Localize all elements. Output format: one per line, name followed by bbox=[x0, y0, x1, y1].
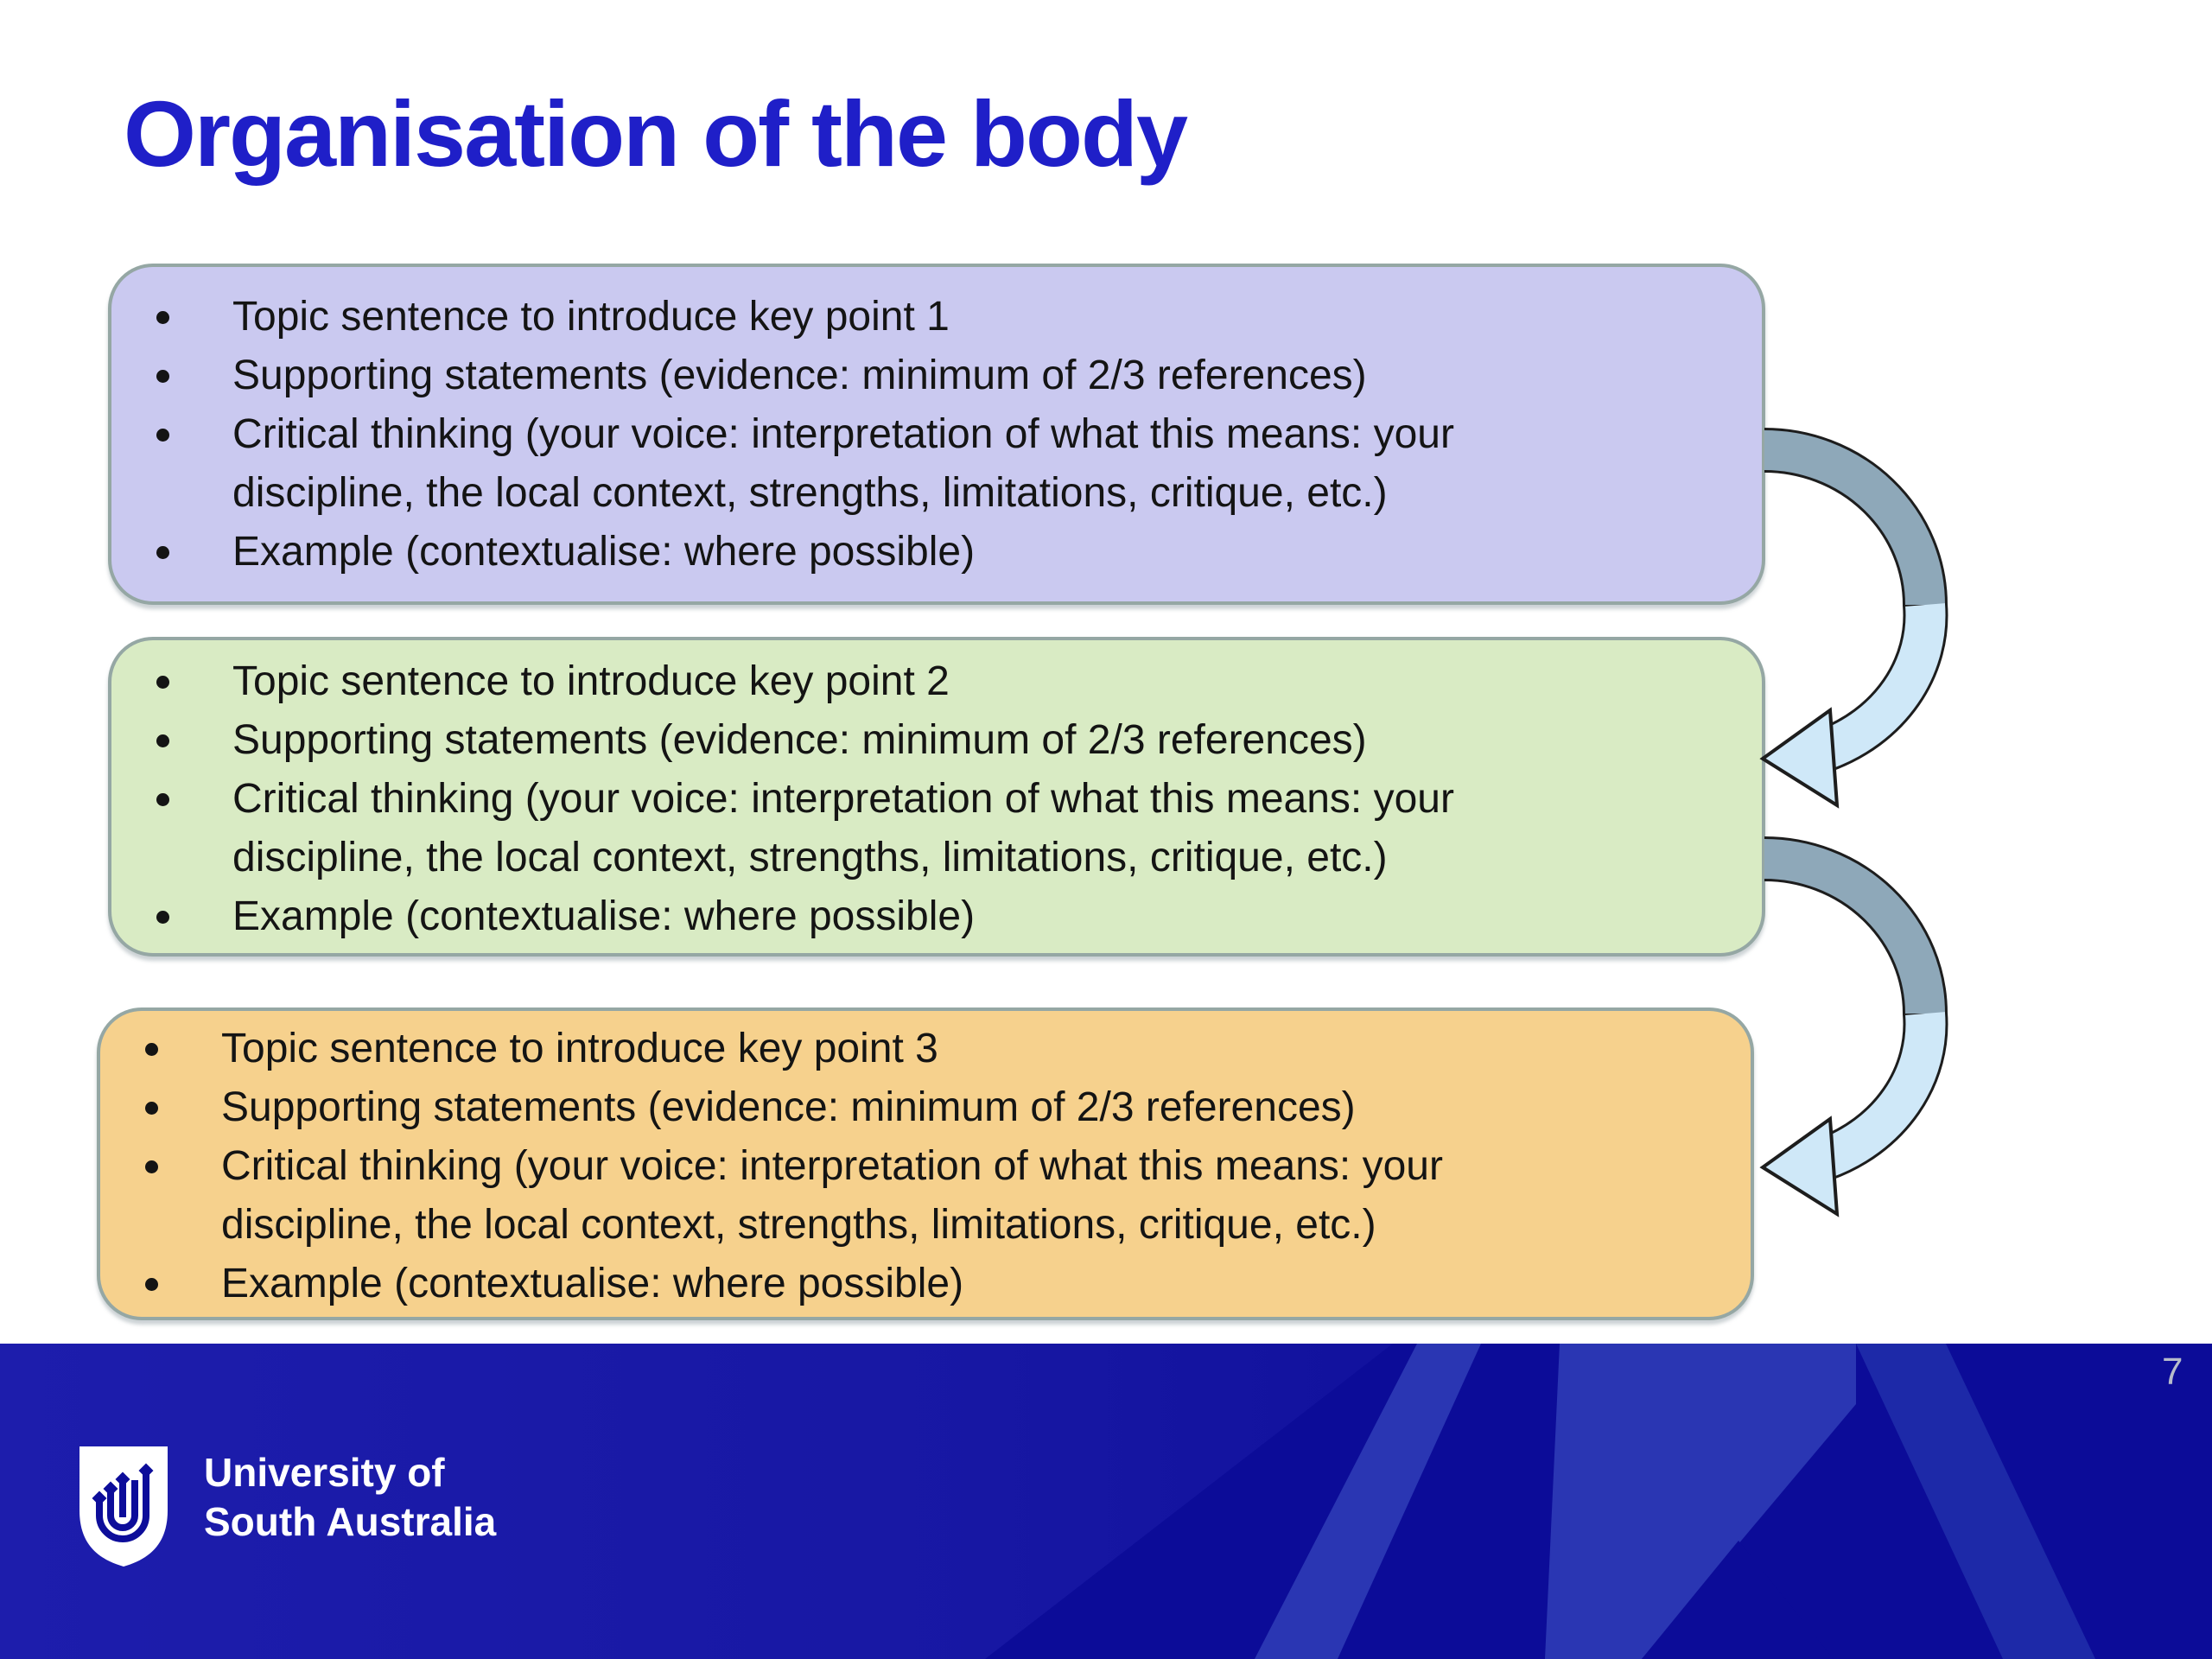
page-number: 7 bbox=[2162, 1351, 2183, 1393]
bullet-text: Topic sentence to introduce key point 3 bbox=[221, 1026, 938, 1071]
key-point-3-box: Topic sentence to introduce key point 3 … bbox=[97, 1007, 1754, 1320]
university-name: University of South Australia bbox=[204, 1448, 496, 1547]
bullet-icon bbox=[156, 370, 169, 383]
bullet-text: Supporting statements (evidence: minimum… bbox=[232, 353, 1367, 398]
bullet-text: discipline, the local context, strengths… bbox=[221, 1202, 1376, 1248]
unisa-shield-logo-icon bbox=[79, 1446, 168, 1567]
key-point-1-box: Topic sentence to introduce key point 1 … bbox=[108, 264, 1765, 605]
bullet-text: Example (contextualise: where possible) bbox=[232, 893, 976, 939]
bullet-icon bbox=[156, 911, 169, 924]
curved-arrow-box1-to-box2-icon bbox=[1759, 428, 1948, 809]
bullet-text: Supporting statements (evidence: minimum… bbox=[232, 717, 1367, 763]
bullet-icon bbox=[156, 429, 169, 442]
bullet-icon bbox=[145, 1160, 158, 1173]
bullet-text: Critical thinking (your voice: interpret… bbox=[232, 776, 1454, 822]
bullet-icon bbox=[156, 546, 169, 559]
bullet-text: Topic sentence to introduce key point 2 bbox=[232, 658, 950, 704]
bullet-icon bbox=[145, 1043, 158, 1056]
key-point-2-box: Topic sentence to introduce key point 2 … bbox=[108, 637, 1765, 957]
bullet-text: discipline, the local context, strengths… bbox=[232, 835, 1388, 880]
university-name-line2: South Australia bbox=[204, 1499, 497, 1544]
bullet-icon bbox=[156, 734, 169, 747]
bullet-text: Critical thinking (your voice: interpret… bbox=[221, 1143, 1443, 1189]
footer-decor-shapes bbox=[985, 1344, 2212, 1659]
bullet-text: Example (contextualise: where possible) bbox=[232, 529, 976, 575]
bullet-icon bbox=[156, 676, 169, 689]
bullet-icon bbox=[145, 1278, 158, 1291]
bullet-icon bbox=[156, 311, 169, 324]
university-name-line1: University of bbox=[204, 1450, 445, 1495]
curved-arrow-box2-to-box3-icon bbox=[1759, 836, 1948, 1217]
bullet-text: discipline, the local context, strengths… bbox=[232, 470, 1388, 516]
bullet-text: Example (contextualise: where possible) bbox=[221, 1261, 964, 1306]
page-title: Organisation of the body bbox=[124, 81, 1188, 186]
bullet-text: Supporting statements (evidence: minimum… bbox=[221, 1084, 1356, 1130]
bullet-text: Critical thinking (your voice: interpret… bbox=[232, 411, 1454, 457]
bullet-icon bbox=[156, 793, 169, 806]
bullet-text: Topic sentence to introduce key point 1 bbox=[232, 294, 950, 340]
bullet-icon bbox=[145, 1102, 158, 1115]
footer-band bbox=[0, 1344, 2212, 1659]
